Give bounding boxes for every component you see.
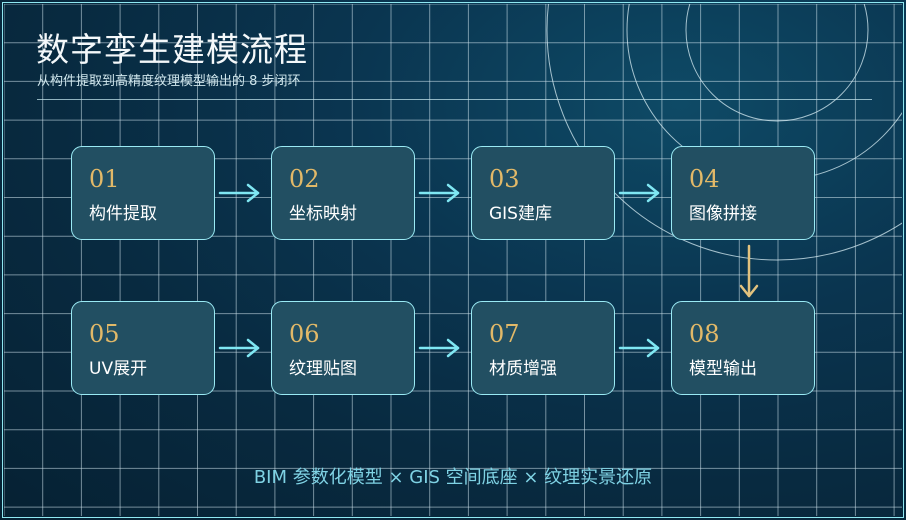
step-number: 04 — [689, 165, 720, 193]
step-number: 03 — [489, 165, 520, 193]
arrow-right-icon — [418, 338, 460, 358]
page-title: 数字孪生建模流程 — [36, 30, 308, 69]
step-card-04: 04 图像拼接 — [671, 146, 815, 240]
step-label: 纹理贴图 — [289, 359, 357, 379]
step-card-05: 05 UV展开 — [71, 301, 215, 395]
page-subtitle: 从构件提取到高精度纹理模型输出的 8 步闭环 — [37, 74, 301, 89]
step-card-03: 03 GIS建库 — [471, 146, 615, 240]
arrow-right-icon — [218, 183, 260, 203]
footer-tagline: BIM 参数化模型 × GIS 空间底座 × 纹理实景还原 — [253, 467, 653, 488]
arrow-down-icon — [739, 244, 759, 298]
step-label: 图像拼接 — [689, 204, 757, 224]
step-label: 材质增强 — [489, 359, 557, 379]
step-label: UV展开 — [89, 359, 148, 379]
arrow-right-icon — [218, 338, 260, 358]
step-number: 02 — [289, 165, 320, 193]
step-label: 构件提取 — [89, 204, 157, 224]
step-number: 05 — [89, 320, 120, 348]
step-card-01: 01 构件提取 — [71, 146, 215, 240]
arrow-right-icon — [418, 183, 460, 203]
step-label: 坐标映射 — [289, 204, 357, 224]
step-number: 08 — [689, 320, 720, 348]
title-divider — [37, 99, 872, 100]
step-label: GIS建库 — [489, 204, 552, 224]
step-number: 07 — [489, 320, 520, 348]
arrow-right-icon — [618, 338, 660, 358]
step-card-08: 08 模型输出 — [671, 301, 815, 395]
step-number: 01 — [89, 165, 120, 193]
step-label: 模型输出 — [689, 359, 757, 379]
arrow-right-icon — [618, 183, 660, 203]
step-card-06: 06 纹理贴图 — [271, 301, 415, 395]
step-card-02: 02 坐标映射 — [271, 146, 415, 240]
step-number: 06 — [289, 320, 320, 348]
step-card-07: 07 材质增强 — [471, 301, 615, 395]
